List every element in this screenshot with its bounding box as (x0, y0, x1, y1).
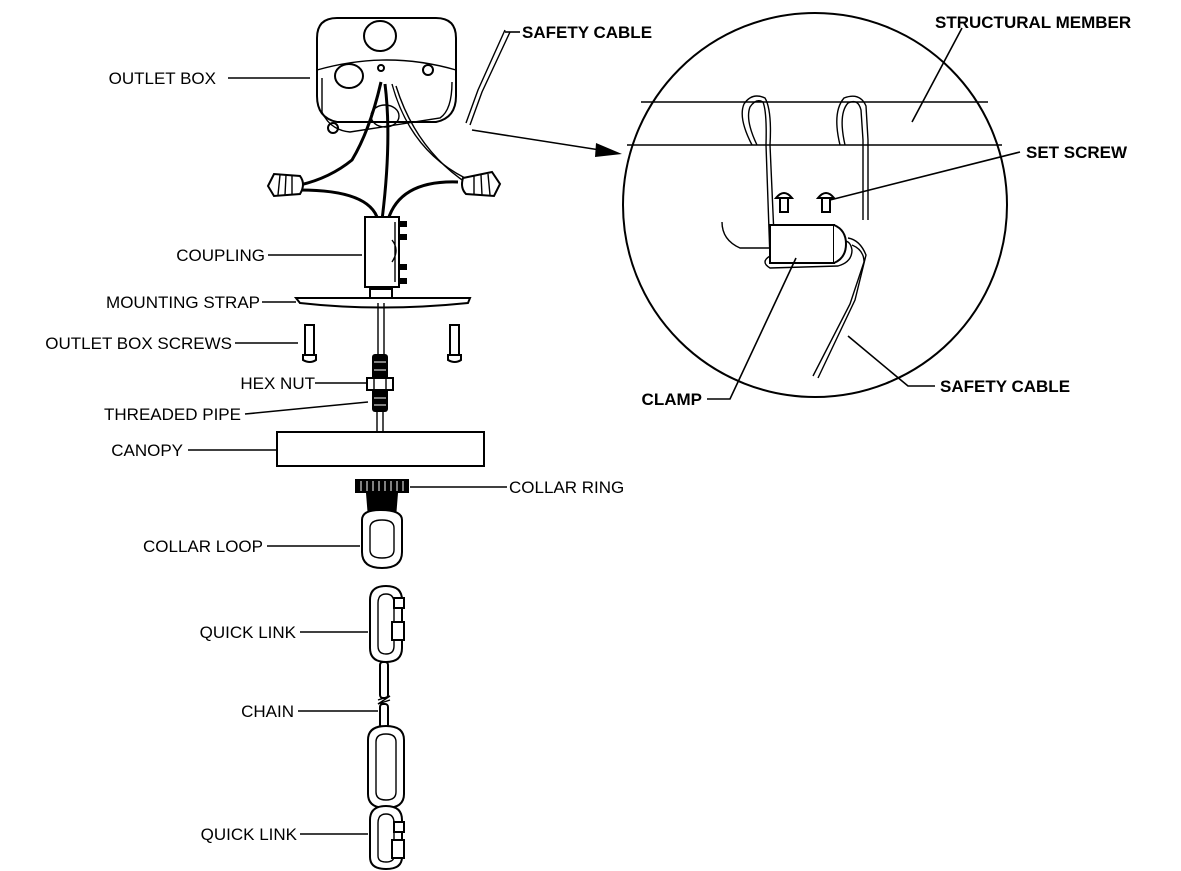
outlet-box-wires (299, 29, 622, 221)
label-chain: CHAIN (241, 702, 294, 721)
label-outlet-box: OUTLET BOX (109, 69, 216, 88)
label-outlet-box-screws: OUTLET BOX SCREWS (45, 334, 232, 353)
labels: OUTLET BOX SAFETY CABLE STRUCTURAL MEMBE… (45, 13, 1131, 844)
label-quick-link-lower: QUICK LINK (201, 825, 298, 844)
canopy (276, 431, 485, 467)
outlet-box-screw-right (447, 324, 462, 363)
label-threaded-pipe: THREADED PIPE (104, 405, 241, 424)
wire-nut-right (461, 170, 502, 198)
quick-link-upper (369, 584, 405, 664)
clamp (769, 224, 848, 264)
threaded-pipe (372, 303, 388, 432)
mounting-strap (293, 288, 472, 309)
label-set-screw: SET SCREW (1026, 143, 1128, 162)
quick-link-lower (369, 804, 405, 871)
label-hex-nut: HEX NUT (240, 374, 315, 393)
outlet-box-screw-left (302, 324, 317, 363)
outlet-box (316, 17, 457, 134)
wire-nut-left (266, 172, 304, 198)
label-structural-member: STRUCTURAL MEMBER (935, 13, 1131, 32)
collar-loop (361, 493, 403, 570)
chain (367, 661, 405, 827)
label-clamp: CLAMP (642, 390, 702, 409)
leader-lines (188, 27, 1021, 835)
label-safety-cable-top: SAFETY CABLE (522, 23, 652, 42)
detail-view (622, 12, 1008, 398)
set-screw-right (815, 192, 837, 213)
label-coupling: COUPLING (176, 246, 265, 265)
hex-nut (366, 377, 394, 391)
set-screw-left (773, 192, 795, 213)
label-collar-ring: COLLAR RING (509, 478, 624, 497)
label-safety-cable-detail: SAFETY CABLE (940, 377, 1070, 396)
coupling (364, 216, 407, 288)
collar-ring (355, 479, 409, 493)
label-canopy: CANOPY (111, 441, 183, 460)
label-mounting-strap: MOUNTING STRAP (106, 293, 260, 312)
label-collar-loop: COLLAR LOOP (143, 537, 263, 556)
label-quick-link-upper: QUICK LINK (200, 623, 297, 642)
